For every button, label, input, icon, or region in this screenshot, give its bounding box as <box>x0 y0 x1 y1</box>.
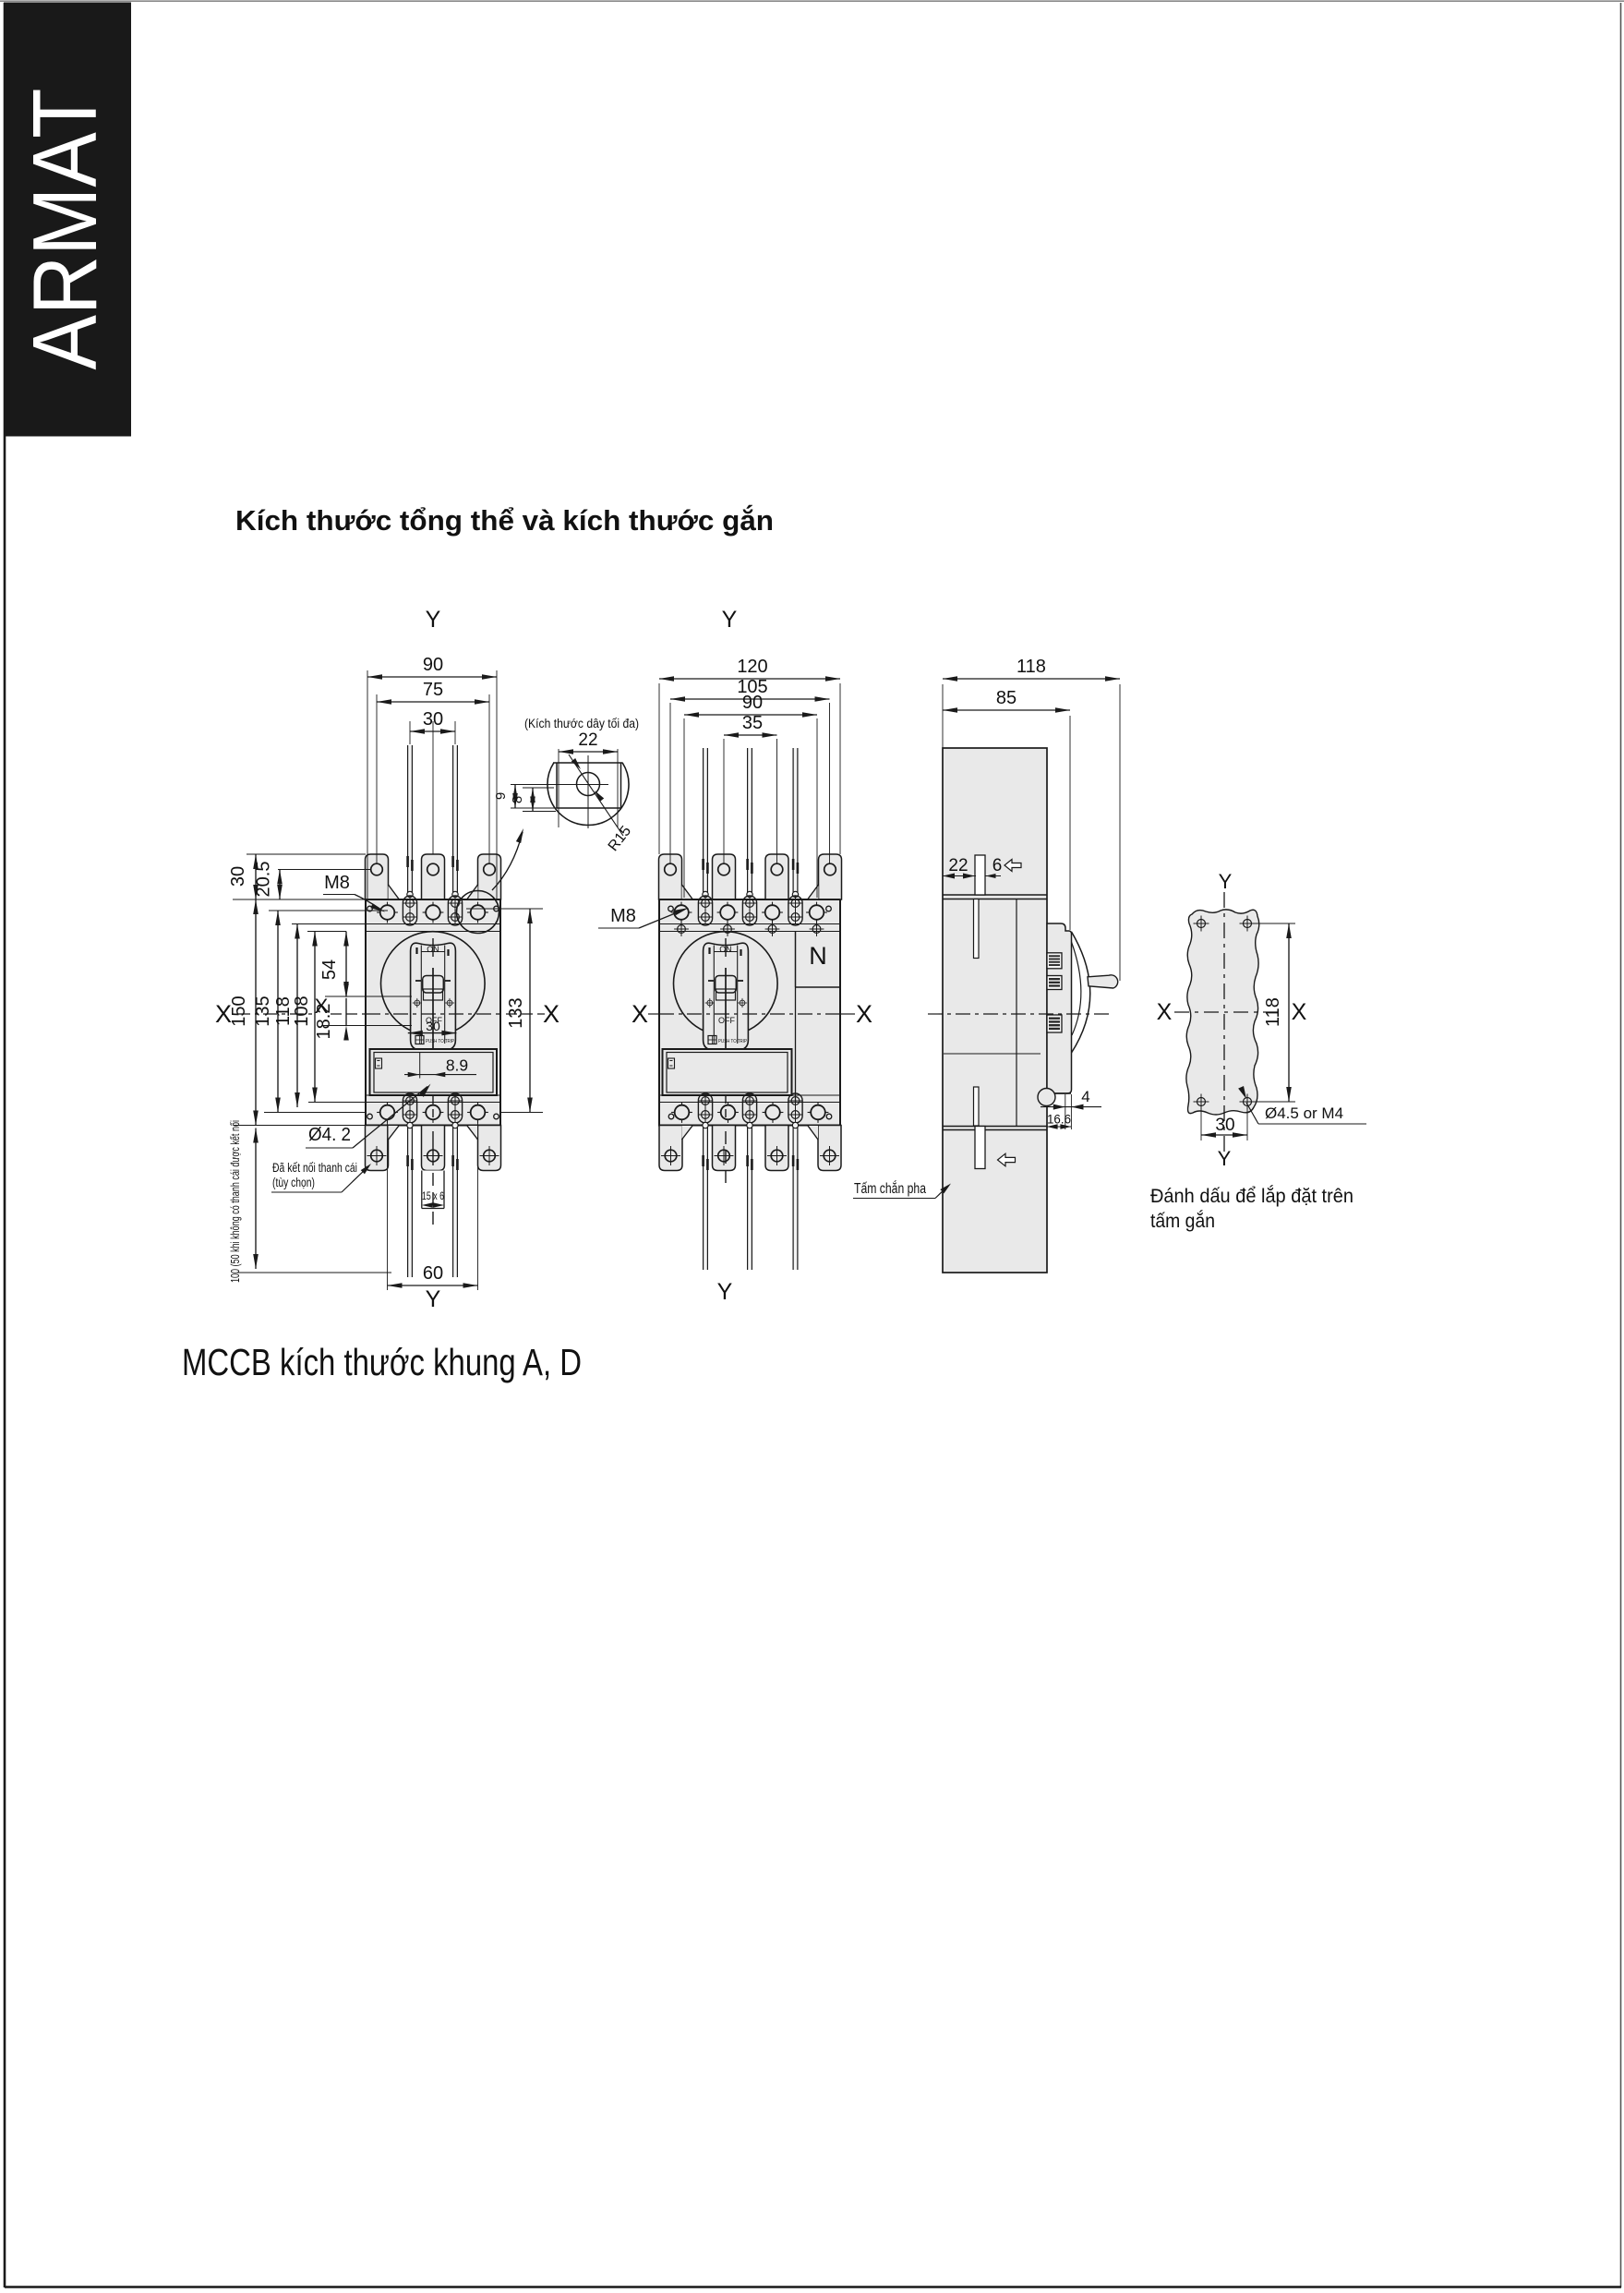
svg-text:X: X <box>1157 999 1173 1025</box>
svg-text:150: 150 <box>229 996 249 1026</box>
svg-text:X: X <box>215 1000 232 1028</box>
svg-text:30: 30 <box>423 709 443 730</box>
svg-text:35: 35 <box>742 713 763 733</box>
svg-text:X: X <box>856 1000 872 1028</box>
svg-text:N: N <box>809 942 827 970</box>
svg-text:105: 105 <box>737 677 767 697</box>
svg-text:30: 30 <box>1215 1116 1234 1135</box>
svg-text:90: 90 <box>742 693 763 713</box>
svg-text:(Kích thước dây tối đa): (Kích thước dây tối đa) <box>524 717 639 730</box>
svg-text:100 (50 khi không có thanh cái: 100 (50 khi không có thanh cái được kết … <box>229 1120 242 1283</box>
svg-text:Ø4. 2: Ø4. 2 <box>308 1125 351 1145</box>
svg-text:30: 30 <box>228 866 248 887</box>
svg-text:M8: M8 <box>324 873 350 893</box>
svg-text:118: 118 <box>1017 657 1046 677</box>
svg-text:8.9: 8.9 <box>446 1056 468 1075</box>
svg-text:120: 120 <box>737 657 767 677</box>
svg-text:tấm gắn: tấm gắn <box>1150 1211 1215 1232</box>
svg-text:118: 118 <box>273 996 294 1026</box>
svg-text:135: 135 <box>253 996 273 1026</box>
svg-text:9: 9 <box>493 792 509 800</box>
svg-text:85: 85 <box>996 688 1017 708</box>
svg-text:22: 22 <box>948 856 968 875</box>
svg-text:Tấm chắn pha: Tấm chắn pha <box>854 1181 926 1197</box>
svg-text:Đã kết nối thanh cái: Đã kết nối thanh cái <box>272 1161 357 1175</box>
svg-text:X: X <box>543 1000 559 1028</box>
svg-text:OFF: OFF <box>426 1016 442 1025</box>
svg-text:Kích thước tổng thể và kích th: Kích thước tổng thể và kích thước gắn <box>235 503 774 537</box>
svg-text:22: 22 <box>578 730 597 750</box>
svg-text:Y: Y <box>1219 870 1233 893</box>
svg-text:ARMAT: ARMAT <box>14 89 115 370</box>
svg-text:X: X <box>1292 999 1307 1025</box>
svg-text:OFF: OFF <box>718 1016 735 1025</box>
svg-text:Y: Y <box>426 607 441 633</box>
svg-text:Đánh dấu để lắp đặt trên: Đánh dấu để lắp đặt trên <box>1150 1186 1353 1207</box>
svg-text:75: 75 <box>423 680 443 700</box>
svg-text:118: 118 <box>1263 997 1283 1027</box>
svg-text:MCCB kích thước khung A, D: MCCB kích thước khung A, D <box>182 1341 582 1383</box>
svg-text:Y: Y <box>426 1286 441 1312</box>
svg-text:(tùy chọn): (tùy chọn) <box>272 1176 315 1189</box>
svg-text:Y: Y <box>717 1279 733 1305</box>
svg-text:54: 54 <box>319 959 340 980</box>
svg-text:108: 108 <box>292 996 312 1026</box>
svg-text:Ø4.5 or M4: Ø4.5 or M4 <box>1265 1104 1343 1122</box>
svg-text:X: X <box>315 995 329 1018</box>
svg-text:6: 6 <box>992 856 1003 875</box>
svg-text:18.2: 18.2 <box>314 1004 334 1040</box>
svg-text:Y: Y <box>722 607 738 633</box>
svg-text:16.6: 16.6 <box>1047 1112 1071 1127</box>
svg-text:PUSH TO TRIP: PUSH TO TRIP <box>718 1039 747 1044</box>
svg-text:20.5: 20.5 <box>254 862 274 898</box>
svg-text:PUSH TO TRIP: PUSH TO TRIP <box>426 1039 454 1044</box>
svg-text:M8: M8 <box>610 906 636 926</box>
svg-text:8: 8 <box>510 796 525 803</box>
svg-text:Y: Y <box>1218 1147 1232 1170</box>
svg-text:30: 30 <box>426 1019 440 1033</box>
svg-text:133: 133 <box>506 997 526 1028</box>
svg-text:60: 60 <box>423 1263 443 1284</box>
svg-text:4: 4 <box>1081 1088 1089 1105</box>
svg-text:90: 90 <box>423 655 443 675</box>
svg-text:X: X <box>632 1000 648 1028</box>
